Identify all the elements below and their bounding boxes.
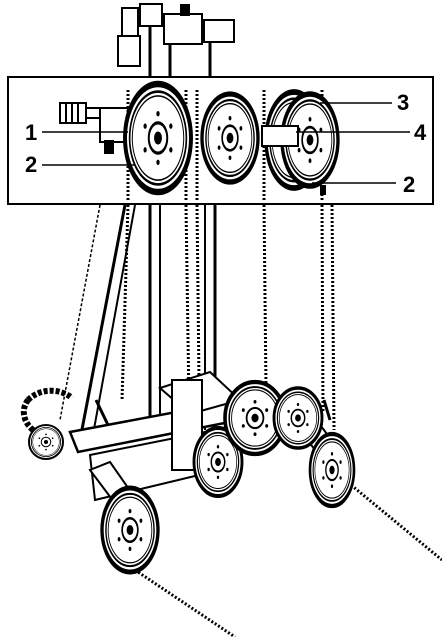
- detail-inset: [7, 77, 434, 204]
- callout-2-left: 2: [25, 152, 37, 177]
- callout-4: 4: [414, 120, 427, 145]
- lower-rear-pulley: [274, 388, 322, 448]
- lower-left-pulley: [102, 488, 158, 572]
- callout-2-right: 2: [403, 172, 415, 197]
- lower-right-pulley: [310, 434, 354, 506]
- callout-3: 3: [397, 90, 409, 115]
- leader-lines: [42, 102, 410, 184]
- diamond-wire: [59, 204, 442, 637]
- idler-pulley: [202, 94, 258, 182]
- callout-1: 1: [25, 120, 37, 145]
- small-guide-pulley: [29, 425, 63, 459]
- drive-motor-head: [117, 3, 235, 78]
- drive-pulley: [125, 84, 191, 192]
